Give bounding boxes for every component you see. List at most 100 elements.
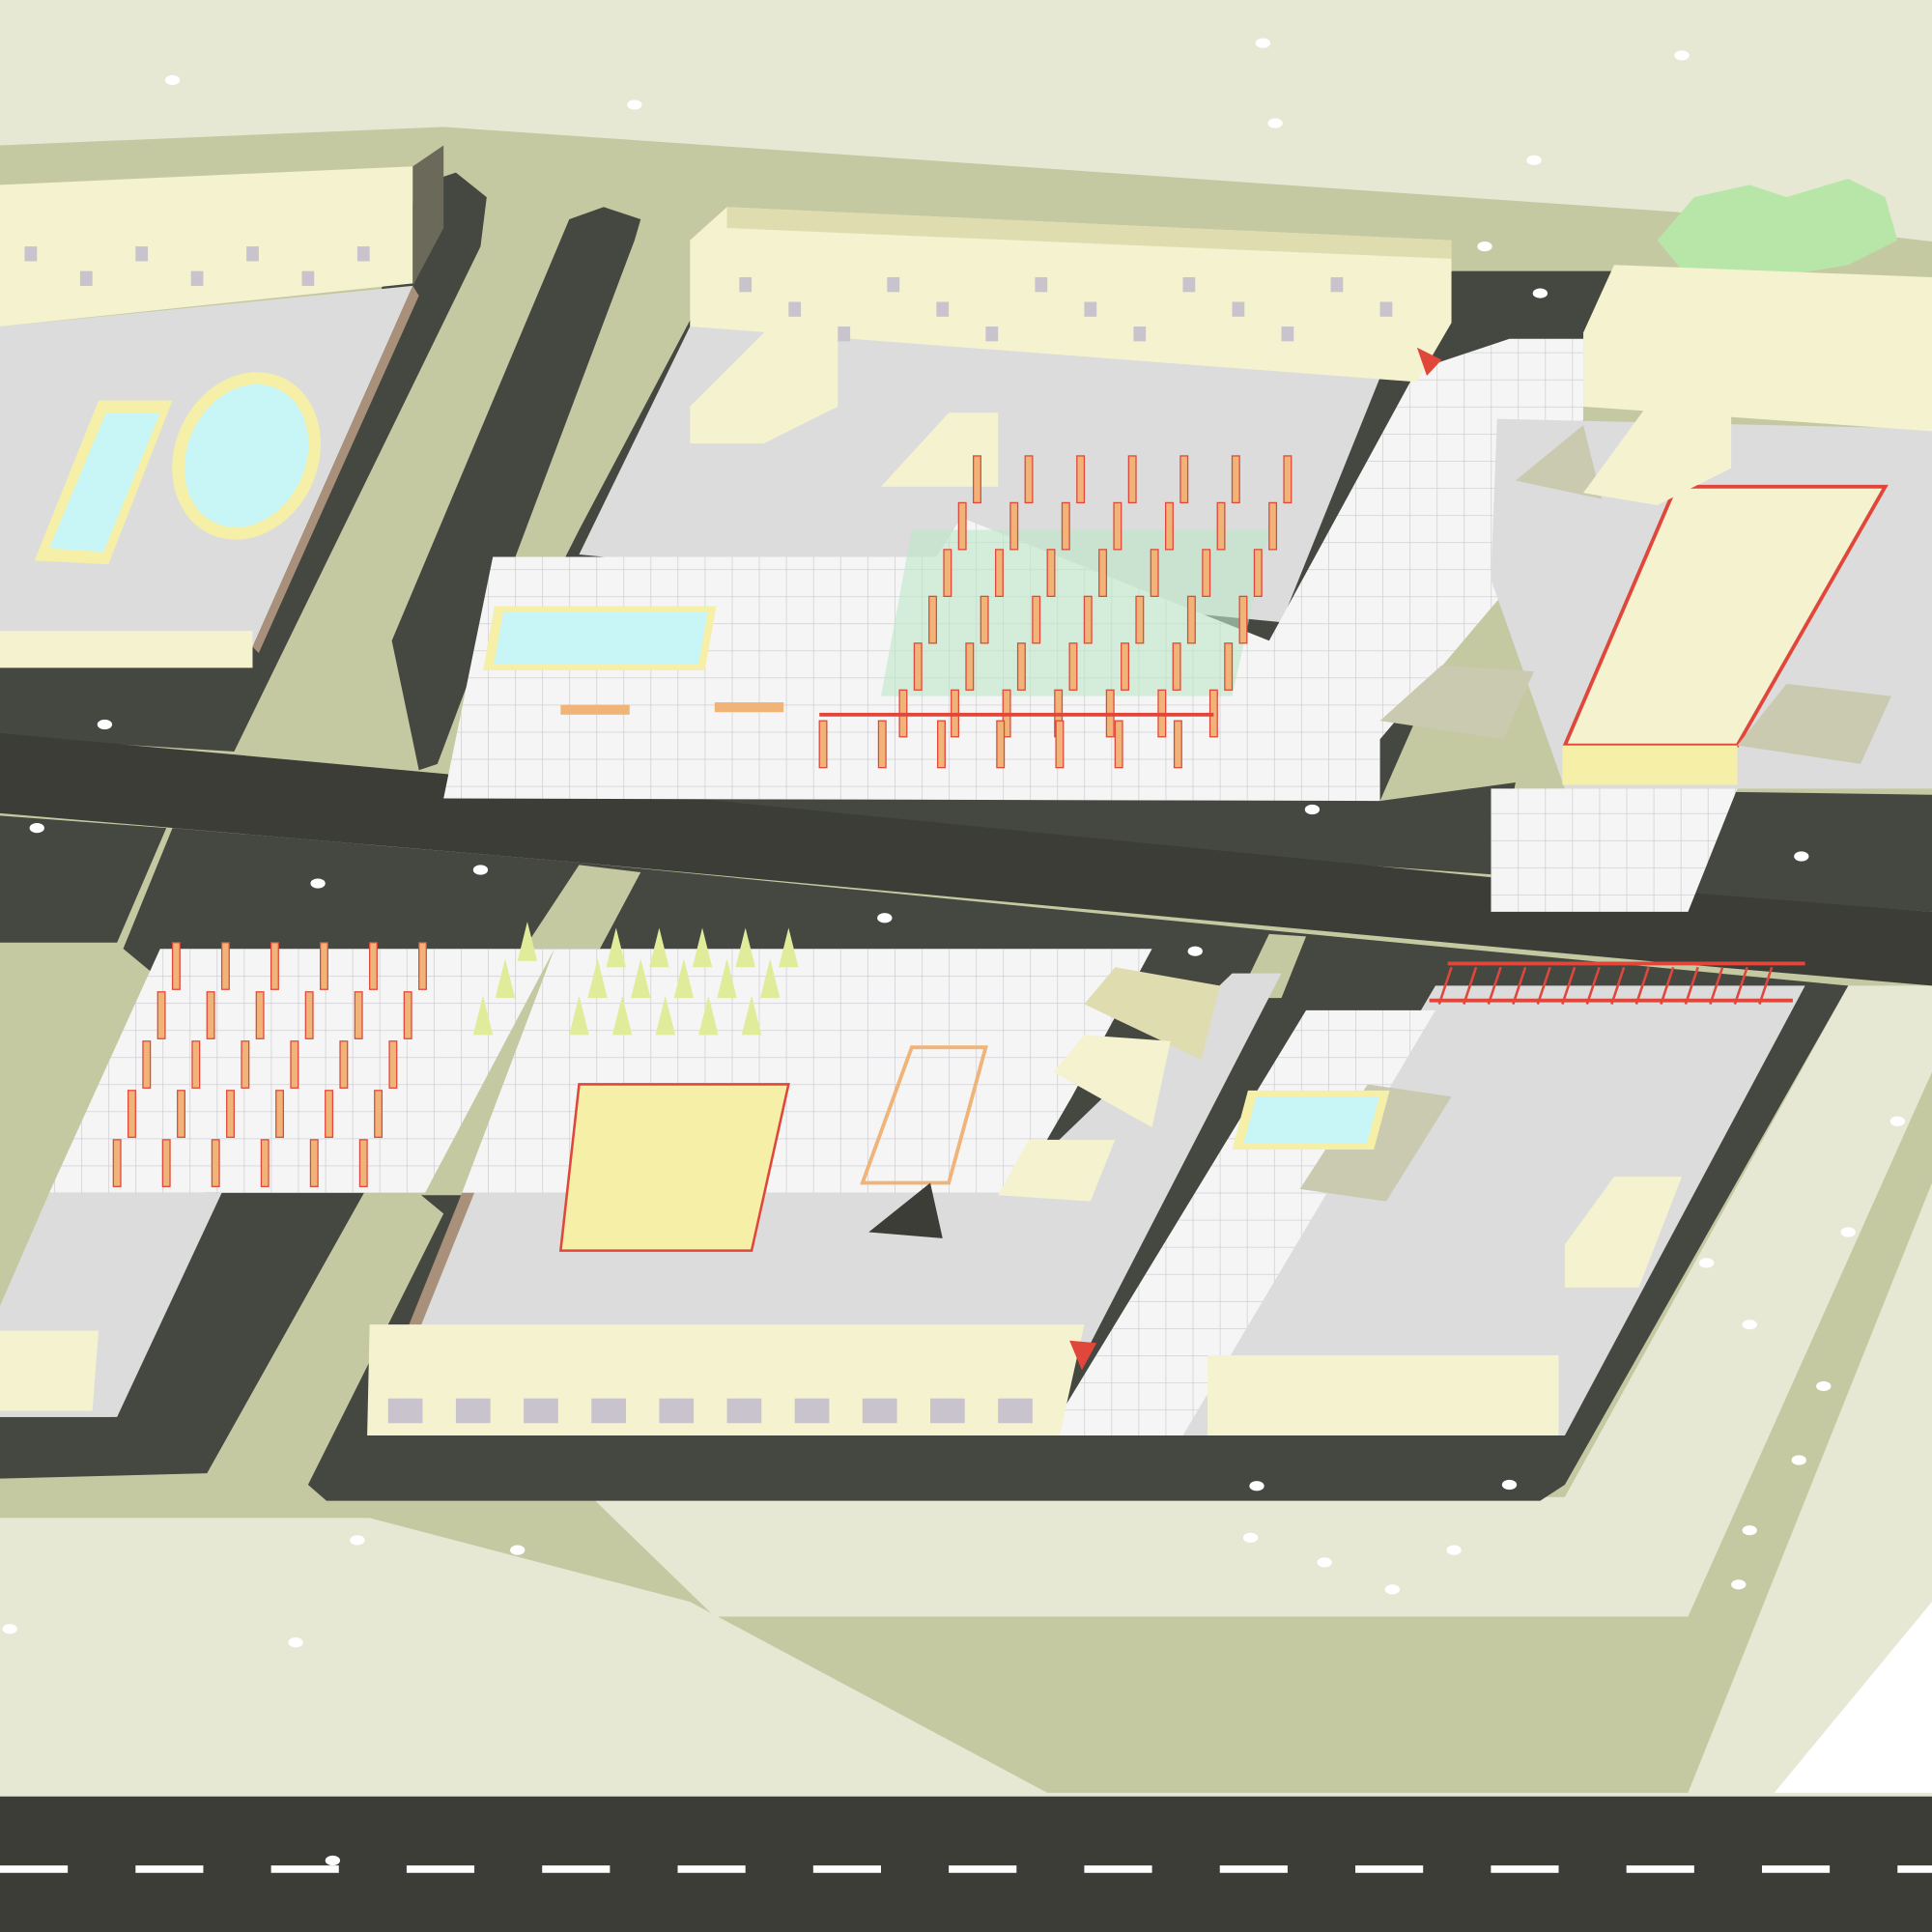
column [1121, 642, 1130, 691]
tree [569, 995, 589, 1036]
ground-dot [288, 1637, 303, 1648]
column [1024, 455, 1034, 504]
ground-dot [877, 913, 893, 923]
lane-dash [270, 1865, 339, 1873]
ground-dot [350, 1535, 365, 1546]
pergola-rafter [1684, 966, 1699, 1005]
ground-dot [1742, 1525, 1757, 1536]
column [1113, 501, 1122, 551]
ground-dot [1304, 804, 1321, 815]
ground-dot [1794, 851, 1809, 862]
column [354, 991, 363, 1039]
lane-dash [1626, 1865, 1694, 1873]
column [191, 1040, 201, 1089]
window [930, 1398, 965, 1424]
tree [698, 995, 719, 1036]
window [936, 301, 950, 317]
pool [184, 384, 309, 527]
column [1164, 501, 1174, 551]
pergola-rafter [1561, 966, 1577, 1005]
windows [24, 246, 1393, 1424]
column [1076, 455, 1086, 504]
column [973, 455, 981, 504]
window [524, 1398, 558, 1424]
window [1232, 301, 1245, 317]
column [403, 991, 412, 1039]
canopy [1053, 1035, 1171, 1128]
tree [779, 927, 799, 968]
column [1238, 595, 1248, 644]
tree [517, 922, 538, 961]
earth-edge-upper-left [252, 285, 419, 654]
column [943, 549, 952, 597]
pergola-rafter [1733, 966, 1748, 1005]
column [1172, 642, 1181, 691]
canopy-lower-right [1299, 1084, 1452, 1202]
house-lower-middle-outline [558, 1083, 790, 1252]
lane-dash [1084, 1865, 1152, 1873]
canopy [1583, 387, 1732, 505]
pergola-rafter [1610, 966, 1626, 1005]
pergola-rafter [1437, 966, 1453, 1005]
column [226, 1090, 235, 1138]
ground-dot [1317, 1557, 1332, 1568]
tree [606, 927, 626, 968]
trees [472, 922, 799, 1036]
column [980, 595, 989, 644]
column [388, 1040, 398, 1089]
building-row-roof-shade [726, 207, 1452, 259]
shed [1737, 683, 1891, 764]
window [246, 246, 259, 262]
column [339, 1040, 349, 1089]
ground-dot [1242, 1532, 1259, 1543]
ground-dot [1446, 1545, 1462, 1555]
column [996, 720, 1006, 769]
plaza-lower-left [49, 949, 554, 1193]
bench [714, 702, 784, 713]
ground-dot [1731, 1579, 1747, 1590]
column [913, 642, 923, 691]
ground-dot [472, 865, 489, 875]
window [455, 1398, 491, 1424]
column [1016, 642, 1026, 691]
kiosk [1564, 1177, 1683, 1288]
window [887, 276, 900, 293]
ground-dots [2, 38, 1905, 1866]
column [275, 1090, 285, 1138]
light-ground-lower [591, 985, 1932, 1617]
bench [560, 704, 630, 715]
ground-dot [1698, 1258, 1715, 1268]
column [1046, 549, 1056, 597]
window [1133, 327, 1147, 342]
lane-dash [1897, 1865, 1932, 1873]
window [1281, 327, 1294, 342]
ground-dot [627, 99, 642, 110]
column [1032, 595, 1041, 644]
column [957, 501, 967, 551]
pergola-rafter [1634, 966, 1650, 1005]
lane-dashes [0, 1865, 1932, 1873]
column [937, 720, 946, 769]
window [24, 246, 38, 262]
red-frame-building [1564, 486, 1886, 746]
white-corner [1774, 1602, 1932, 1793]
column [1135, 595, 1145, 644]
dark-lot-lower-left [0, 1192, 395, 1479]
pavilion-base [880, 529, 1269, 696]
column [1186, 595, 1196, 644]
house-lower-middle [560, 1084, 789, 1251]
lane-dash [677, 1865, 746, 1873]
tree [495, 958, 516, 999]
lane-dash [812, 1865, 881, 1873]
column [1216, 501, 1226, 551]
column [220, 942, 230, 990]
window [726, 1398, 762, 1424]
canopy [690, 323, 838, 444]
building-row-upper-right [1583, 265, 1932, 432]
column [369, 942, 378, 990]
pergola-rafter [1758, 966, 1774, 1005]
column [1173, 720, 1182, 769]
column [374, 1090, 384, 1138]
lane-dash [0, 1865, 69, 1873]
ground-dot [1477, 242, 1492, 252]
